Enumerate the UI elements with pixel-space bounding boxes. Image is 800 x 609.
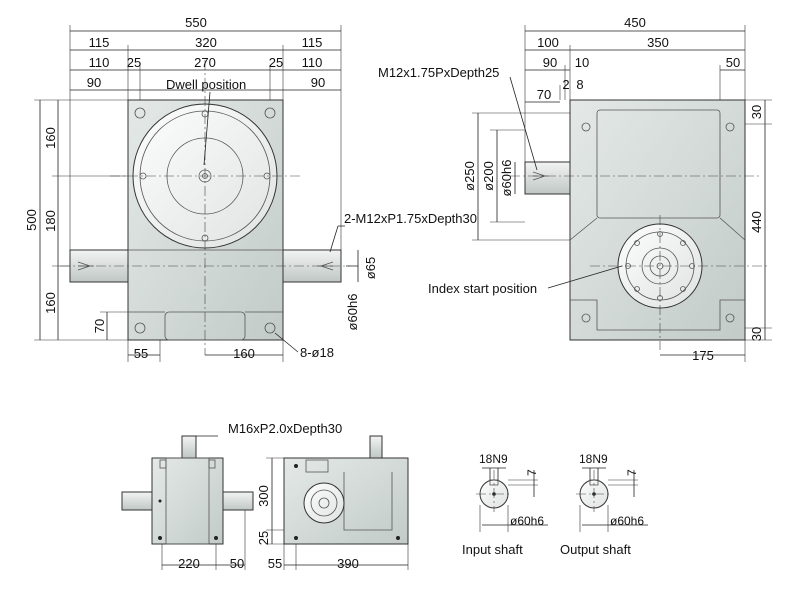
dim-50b: 50 xyxy=(230,556,244,571)
dim-110a: 110 xyxy=(89,55,110,70)
dim-25a: 25 xyxy=(127,55,141,70)
dim-115a: 115 xyxy=(89,35,110,50)
dim-180: 180 xyxy=(43,210,58,232)
dim-25b: 25 xyxy=(269,55,283,70)
dim-90c: 90 xyxy=(543,55,557,70)
dim-550: 550 xyxy=(185,15,207,30)
input-shaft-dia: ø60h6 xyxy=(510,514,544,528)
side-view-text: 450 100 350 90 10 50 70 2 8 ø250 ø200 ø6… xyxy=(378,15,764,363)
label-m16: M16xP2.0xDepth30 xyxy=(228,421,342,436)
dim-160b: 160 xyxy=(43,292,58,314)
input-shaft xyxy=(524,161,571,195)
small-front-view xyxy=(121,435,254,570)
label-side-tapped: M12x1.75PxDepth25 xyxy=(378,65,499,80)
small-front-housing xyxy=(151,457,224,545)
dim-500: 500 xyxy=(24,209,39,231)
label-dwell-position: Dwell position xyxy=(166,77,246,92)
dim-55b: 55 xyxy=(268,556,282,571)
dim-90b: 90 xyxy=(311,75,325,90)
dim-270: 270 xyxy=(194,55,216,70)
dim-25c: 25 xyxy=(256,531,271,545)
dim-115b: 115 xyxy=(302,35,323,50)
output-shaft-section: 18N9 7 ø60h6 Output shaft xyxy=(560,452,648,557)
dim-100: 100 xyxy=(537,35,559,50)
output-shaft-key: 18N9 xyxy=(579,452,608,466)
dim-440: 440 xyxy=(749,211,764,233)
output-shaft-title: Output shaft xyxy=(560,542,631,557)
small-side-view xyxy=(266,435,409,570)
dim-8: 8 xyxy=(576,77,583,92)
dim-50: 50 xyxy=(726,55,740,70)
dim-o200: ø200 xyxy=(481,161,496,191)
dim-10: 10 xyxy=(575,55,589,70)
dim-300: 300 xyxy=(256,485,271,507)
dim-o60h6-side: ø60h6 xyxy=(499,160,514,197)
label-index-start: Index start position xyxy=(428,281,537,296)
label-mounting-holes: 8-ø18 xyxy=(300,345,334,360)
front-view xyxy=(34,25,359,362)
dim-160a: 160 xyxy=(43,127,58,149)
dim-320: 320 xyxy=(195,35,217,50)
dim-30a: 30 xyxy=(749,105,764,119)
input-shaft-key: 18N9 xyxy=(479,452,508,466)
dim-90a: 90 xyxy=(87,75,101,90)
dim-160c: 160 xyxy=(233,346,255,361)
dim-o65: ø65 xyxy=(363,257,378,279)
dim-110b: 110 xyxy=(302,55,323,70)
input-shaft-section: 18N9 7 ø60h6 Input shaft xyxy=(462,452,548,557)
dim-350: 350 xyxy=(647,35,669,50)
input-shaft-title: Input shaft xyxy=(462,542,523,557)
output-shaft-dia: ø60h6 xyxy=(610,514,644,528)
dim-70: 70 xyxy=(92,319,107,333)
dim-o60h6: ø60h6 xyxy=(345,294,360,331)
dim-2: 2 xyxy=(562,77,569,92)
output-shaft-depth: 7 xyxy=(625,469,639,476)
side-view xyxy=(472,25,772,362)
dim-450: 450 xyxy=(624,15,646,30)
small-side-housing xyxy=(283,457,409,545)
dim-o250: ø250 xyxy=(462,161,477,191)
input-shaft-depth: 7 xyxy=(525,469,539,476)
dim-390: 390 xyxy=(337,556,359,571)
dim-30b: 30 xyxy=(749,327,764,341)
dim-220: 220 xyxy=(178,556,200,571)
dim-70b: 70 xyxy=(537,87,551,102)
dim-55: 55 xyxy=(134,346,148,361)
small-views-text: M16xP2.0xDepth30 220 50 300 25 55 390 xyxy=(178,421,359,571)
label-tapped-holes: 2-M12xP1.75xDepth30 xyxy=(344,211,477,226)
front-view-text: 550 115 320 115 110 25 270 25 110 90 90 … xyxy=(24,15,477,361)
dim-175: 175 xyxy=(692,348,714,363)
